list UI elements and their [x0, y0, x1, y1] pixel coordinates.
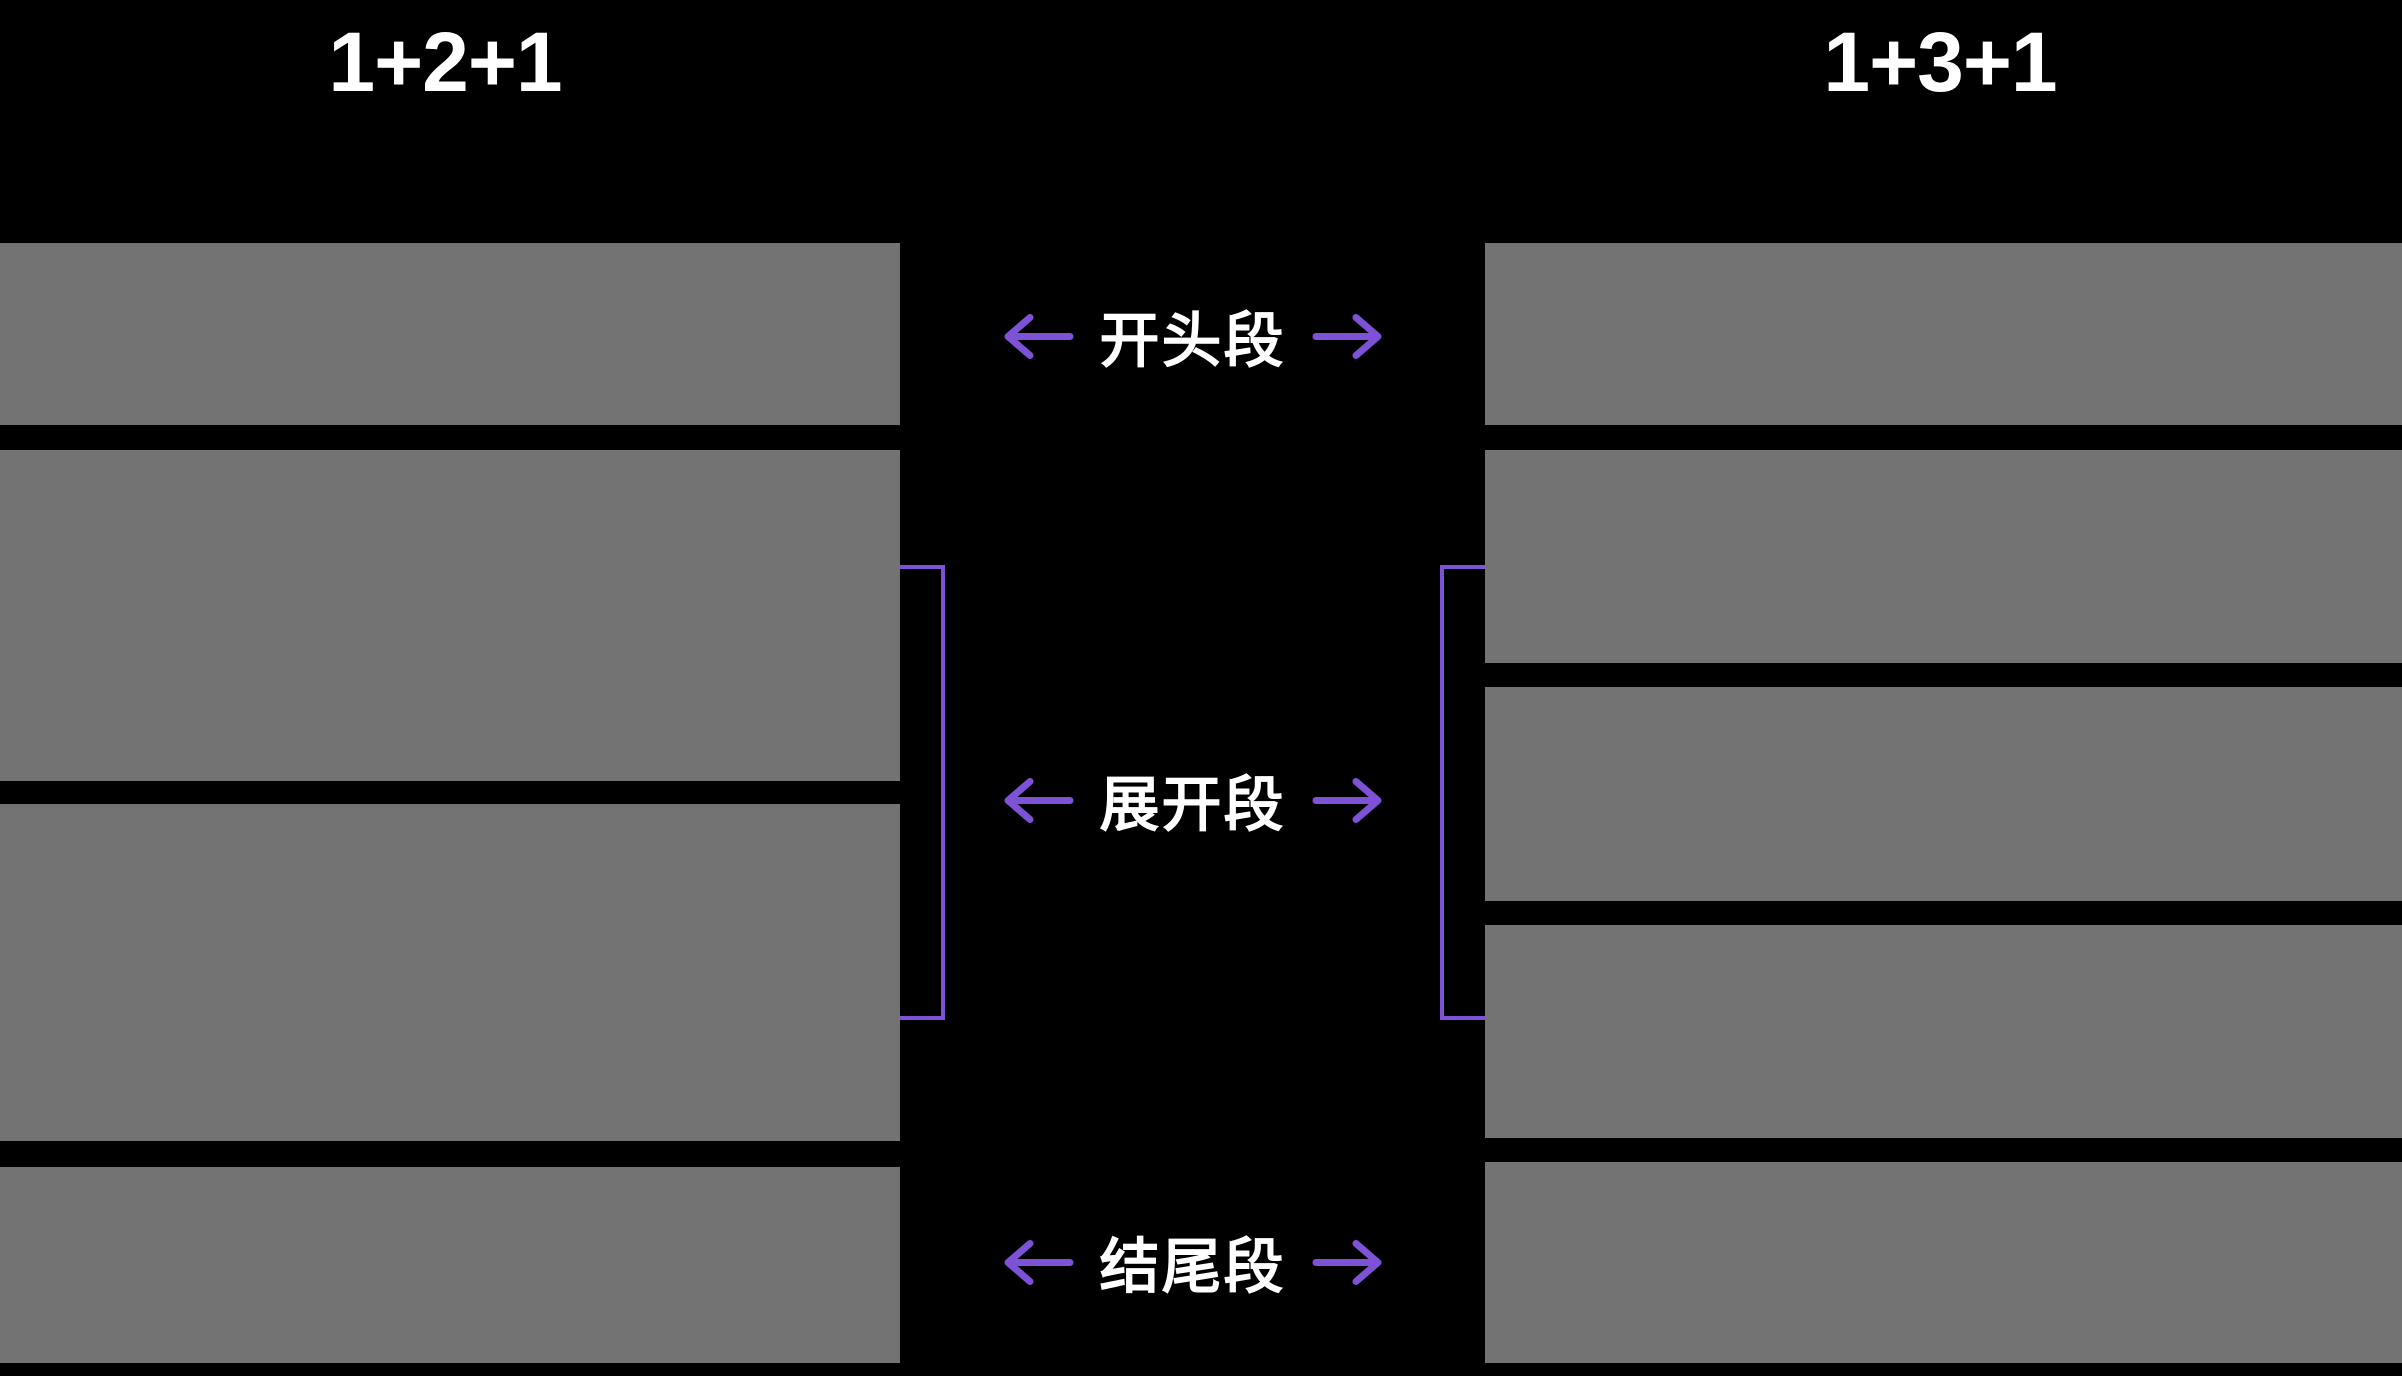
column-left [0, 0, 900, 1376]
arrow-left-icon [1004, 313, 1073, 359]
segment-text-opening: 开头段 [1099, 307, 1286, 375]
arrow-right-icon [1312, 777, 1381, 823]
left-block-ending [0, 1167, 900, 1363]
segment-label-expansion: 展开段 [900, 757, 1485, 844]
column-title-left: 1+2+1 [328, 15, 562, 109]
expansion-bracket-right [1440, 565, 1485, 1020]
right-block-opening [1485, 243, 2402, 425]
left-block-expansion-2 [0, 804, 900, 1141]
left-block-expansion-1 [0, 450, 900, 781]
right-block-expansion-1 [1485, 450, 2402, 663]
segment-label-ending: 结尾段 [900, 1219, 1485, 1306]
column-right [1485, 0, 2402, 1376]
arrow-right-icon [1312, 1239, 1381, 1285]
expansion-bracket-left [900, 565, 945, 1020]
left-block-opening [0, 243, 900, 425]
right-block-expansion-2 [1485, 687, 2402, 901]
right-block-expansion-3 [1485, 925, 2402, 1138]
arrow-left-icon [1004, 777, 1073, 823]
arrow-left-icon [1004, 1239, 1073, 1285]
arrow-right-icon [1312, 313, 1381, 359]
column-title-right: 1+3+1 [1823, 15, 2057, 109]
center-gutter [900, 0, 1485, 1376]
segment-text-expansion: 展开段 [1099, 771, 1286, 839]
segment-text-ending: 结尾段 [1099, 1233, 1286, 1301]
right-block-ending [1485, 1162, 2402, 1363]
segment-label-opening: 开头段 [900, 293, 1485, 380]
